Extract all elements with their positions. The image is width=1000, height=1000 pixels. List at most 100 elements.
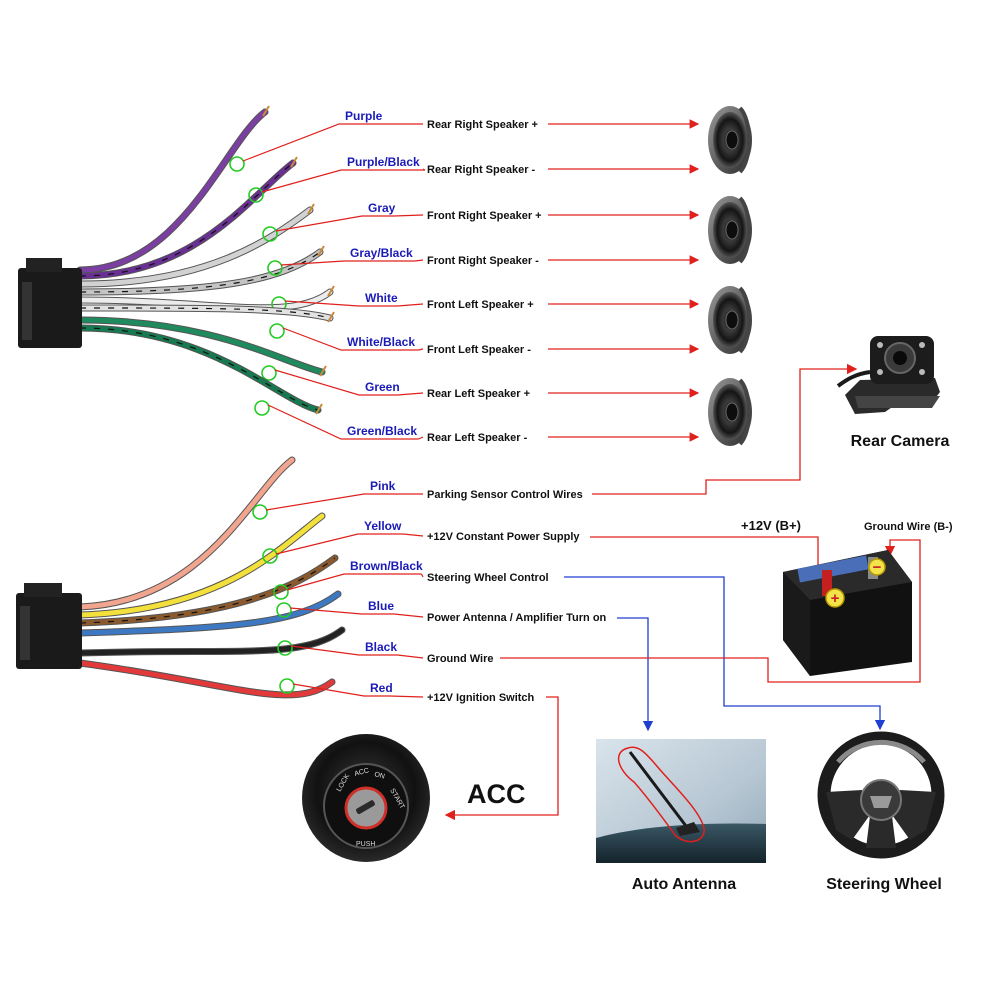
wire-function-label: Front Left Speaker + [427, 299, 534, 311]
leader-line [397, 392, 424, 396]
wire-function-label: +12V Ignition Switch [427, 692, 535, 704]
wire-stripe [79, 557, 336, 624]
leader-lines [242, 119, 921, 821]
wire-tip [315, 403, 323, 415]
minus-icon-glyph: − [873, 559, 882, 576]
speaker-basket [738, 286, 751, 354]
speaker-dustcap [725, 310, 739, 330]
wire-color-label: Blue [368, 599, 394, 613]
wire-tip [317, 245, 325, 257]
leader-line [422, 168, 426, 171]
steering-rim-trim [836, 739, 926, 764]
wire-color-label: Red [370, 681, 393, 695]
wire [77, 317, 325, 375]
battery-negative-label: Ground Wire (B-) [864, 521, 953, 533]
camera-cable [836, 370, 871, 388]
camera-lens-core [893, 351, 907, 365]
wire-function-label: Parking Sensor Control Wires [427, 489, 583, 501]
wire-function-label: +12V Constant Power Supply [427, 531, 580, 543]
wire [77, 513, 325, 618]
car-roof [596, 823, 766, 863]
wire [77, 325, 321, 413]
wire-marker [267, 260, 283, 276]
route-ground [500, 539, 921, 683]
wire-function-label: Ground Wire [427, 653, 494, 665]
antenna-highlight [617, 746, 705, 843]
wire-tip [290, 156, 298, 168]
camera-bracket [855, 396, 940, 408]
speaker-dustcap [725, 130, 739, 150]
connector-bottom-ridge [20, 606, 30, 660]
battery-sticker [797, 555, 869, 583]
wire-function-label: Rear Right Speaker - [427, 164, 536, 176]
ignition-push-text: PUSH [356, 841, 375, 848]
wire-function-label: Front Right Speaker + [427, 210, 542, 222]
wire-outline [76, 159, 297, 280]
connector-top-latch [26, 258, 62, 272]
ignition-on-text: ON [373, 771, 385, 780]
leader-line [402, 533, 424, 537]
speaker-icon [708, 378, 752, 446]
wire [77, 457, 295, 610]
leader-line [284, 300, 398, 307]
speaker-dustcap [725, 402, 739, 422]
camera-led [877, 342, 883, 348]
wire-marker [248, 187, 264, 203]
wire-marker [262, 548, 278, 564]
wire [77, 660, 335, 698]
wire [77, 305, 333, 321]
leader-line [393, 613, 424, 618]
harness-top [76, 105, 335, 416]
auto-antenna: Auto Antenna [596, 739, 766, 893]
leader-line [397, 654, 424, 659]
wire [77, 109, 268, 273]
wire-color-label: Yellow [364, 519, 402, 533]
leader-line [418, 348, 424, 351]
antenna-base [676, 822, 700, 836]
wire-marker [262, 226, 278, 242]
wire-tip [327, 285, 335, 297]
plus-icon [825, 588, 845, 608]
leader-line [389, 695, 424, 698]
wire-color-label: Brown/Black [350, 559, 423, 573]
wire-color-label: Green [365, 380, 400, 394]
steering-wheel: Steering Wheel [817, 731, 945, 893]
wire-color-label: White [365, 291, 398, 305]
connector-bottom-latch [24, 583, 62, 597]
leader-line [274, 369, 398, 396]
wire-outline [76, 324, 322, 414]
wire-marker [252, 504, 268, 520]
wire-color-label: Black [365, 640, 397, 654]
route-rear-camera [592, 363, 858, 495]
key-slot-icon [356, 800, 375, 814]
steering-wheel-label: Steering Wheel [826, 876, 942, 893]
route-acc [444, 696, 559, 821]
leader-line [414, 259, 424, 262]
leader-line [286, 573, 422, 591]
leader-line [267, 404, 419, 440]
speaker-icon [708, 106, 752, 174]
wire-marker [276, 602, 292, 618]
wire-stripe [79, 162, 294, 277]
route-steering-wheel [564, 576, 886, 731]
battery: + − +12V (B+) Ground Wire (B-) [741, 518, 953, 676]
ignition-acc-text: ACC [354, 767, 370, 778]
wire [77, 160, 296, 279]
wire [77, 207, 313, 287]
wire-function-label: Rear Right Speaker + [427, 119, 538, 131]
wire-marker [279, 678, 295, 694]
leader-line [420, 573, 424, 578]
speaker-dustcap [725, 220, 739, 240]
wire-stripe [79, 327, 319, 411]
antenna-mast [628, 751, 688, 827]
speaker-basket [738, 106, 751, 174]
wire-color-label: Purple [345, 109, 383, 123]
wire-tip [307, 203, 315, 215]
wire-function-label: Front Right Speaker - [427, 255, 539, 267]
steering-logo-icon [870, 796, 892, 808]
plus-icon-glyph: + [831, 590, 840, 607]
leader-line [242, 123, 384, 162]
connector-top [18, 258, 82, 348]
